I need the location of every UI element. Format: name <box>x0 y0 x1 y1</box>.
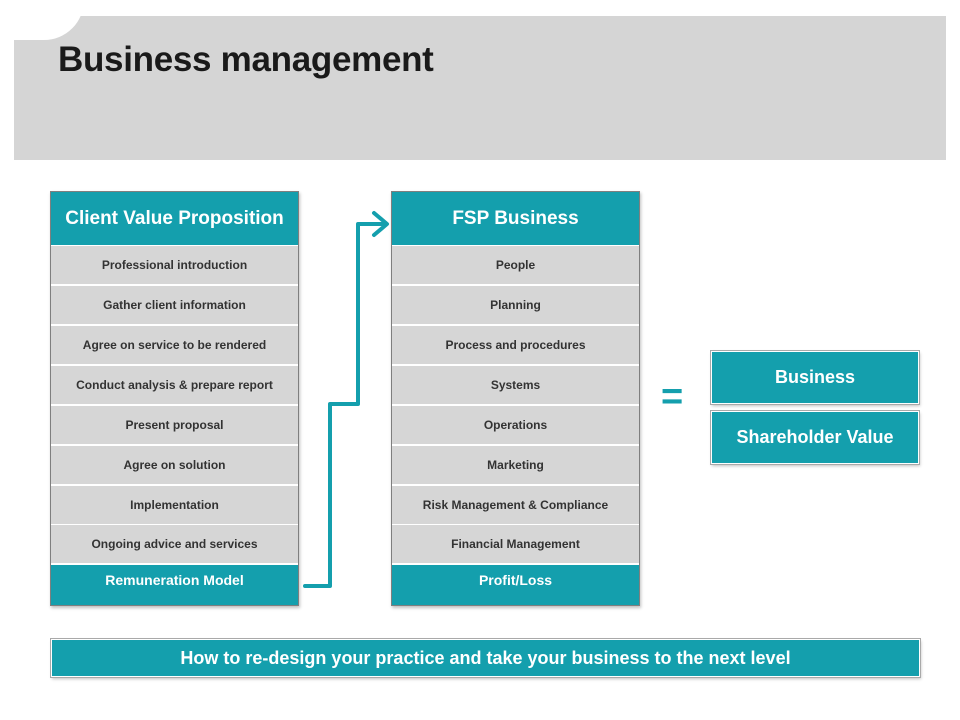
left-list-item: Agree on solution <box>51 446 298 484</box>
shareholder-value-box: Shareholder Value <box>711 411 919 464</box>
left-list-item: Ongoing advice and services <box>51 525 298 563</box>
middle-list-item: Risk Management & Compliance <box>392 486 639 524</box>
middle-list-item: Operations <box>392 406 639 444</box>
middle-list-item: People <box>392 246 639 284</box>
remuneration-model-footer: Remuneration Model <box>51 565 298 605</box>
profit-loss-footer: Profit/Loss <box>392 565 639 605</box>
middle-list-item: Planning <box>392 286 639 324</box>
fsp-business-column: FSP Business People Planning Process and… <box>391 191 640 606</box>
client-value-proposition-header: Client Value Proposition <box>51 192 298 245</box>
left-list-item: Implementation <box>51 486 298 524</box>
left-list-item: Conduct analysis & prepare report <box>51 366 298 404</box>
middle-list-item: Marketing <box>392 446 639 484</box>
left-list-item: Gather client information <box>51 286 298 324</box>
left-list-item: Present proposal <box>51 406 298 444</box>
middle-list-item: Systems <box>392 366 639 404</box>
middle-list-item: Financial Management <box>392 525 639 563</box>
header-band <box>14 16 946 160</box>
redesign-banner: How to re-design your practice and take … <box>51 639 920 677</box>
fsp-business-header: FSP Business <box>392 192 639 245</box>
page-title: Business management <box>58 40 434 79</box>
equals-sign: = <box>661 376 684 418</box>
middle-list-item: Process and procedures <box>392 326 639 364</box>
left-list-item: Professional introduction <box>51 246 298 284</box>
business-box: Business <box>711 351 919 404</box>
left-list-item: Agree on service to be rendered <box>51 326 298 364</box>
client-value-proposition-column: Client Value Proposition Professional in… <box>50 191 299 606</box>
